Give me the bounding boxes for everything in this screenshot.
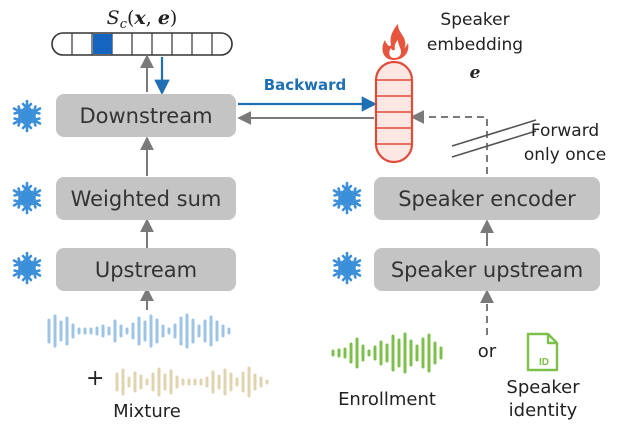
flame-icon (382, 24, 409, 60)
speaker-embedding-label-line2: embedding (426, 35, 524, 55)
forward-once-break-marks (451, 119, 537, 158)
backward-label: Backward (263, 76, 347, 94)
speaker-identity-label-line1: Speaker (506, 377, 580, 398)
downstream-box: Downstream (56, 94, 236, 137)
dashed-arrow-encoder-to-embedding (410, 110, 488, 174)
snowflake-icon (330, 181, 364, 215)
mixture-label: Mixture (113, 401, 181, 422)
snowflake-icon (330, 251, 364, 285)
speaker-embedding-label-line1: Speaker (440, 10, 510, 30)
score-vector (51, 32, 233, 56)
upstream-box: Upstream (56, 248, 236, 291)
speaker-upstream-box: Speaker upstream (374, 248, 600, 291)
enrollment-label: Enrollment (338, 389, 436, 410)
forward-once-label-line2: only once (523, 145, 607, 165)
snowflake-icon (10, 99, 44, 133)
score-label: Sc(x, e) (107, 7, 178, 32)
id-badge-text: ID (539, 357, 549, 368)
speaker-identity-label-line2: identity (508, 400, 578, 421)
enrollment-waveform (331, 332, 443, 374)
speaker-encoder-box: Speaker encoder (374, 177, 600, 220)
weighted-sum-box: Weighted sum (56, 177, 236, 220)
snowflake-icon (10, 251, 44, 285)
speaker-embedding-vector (374, 60, 414, 164)
or-label: or (477, 341, 497, 362)
mixture-waveform-blue (47, 313, 231, 349)
speaker-embedding-symbol: e (470, 63, 481, 83)
forward-once-label-line1: Forward (530, 121, 600, 141)
plus-sign: + (86, 366, 105, 391)
mixture-waveform-beige (115, 366, 269, 398)
snowflake-icon (10, 181, 44, 215)
id-card-icon: ID (526, 332, 559, 372)
score-highlight-cell (93, 34, 112, 54)
